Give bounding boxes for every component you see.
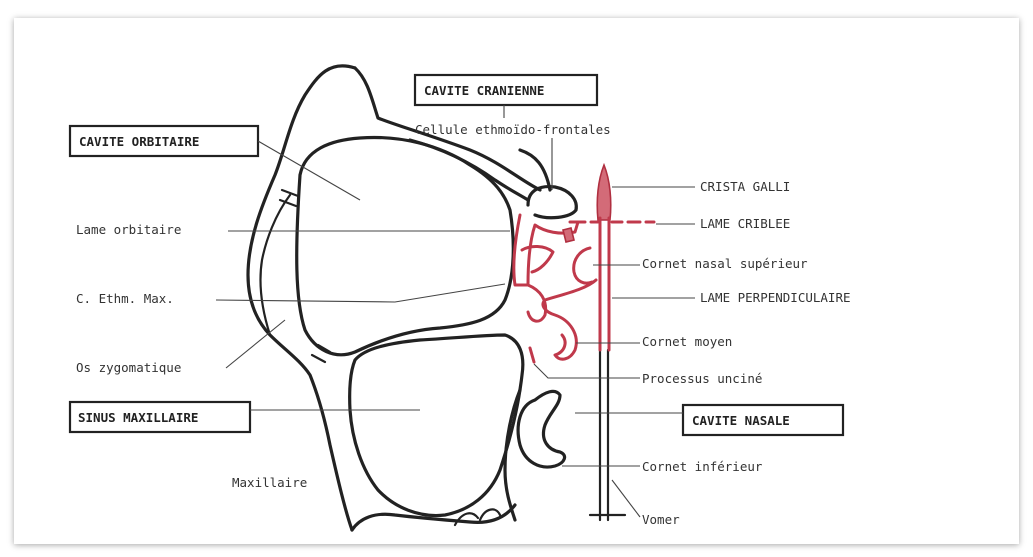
label-text: CAVITE CRANIENNE	[424, 83, 544, 98]
label-text: CAVITE ORBITAIRE	[79, 134, 199, 149]
ethmoido-frontal-cell	[528, 187, 576, 218]
label-cornet-inferieur: Cornet inférieur	[642, 459, 763, 474]
zygomatic-contour	[260, 195, 290, 335]
label-cornet-nasal-superieur: Cornet nasal supérieur	[642, 256, 808, 271]
outer-contour	[248, 66, 355, 530]
cranial-floor	[410, 140, 550, 200]
label-text: CAVITE NASALE	[692, 413, 790, 428]
label-text: SINUS MAXILLAIRE	[78, 410, 198, 425]
label-crista-galli: CRISTA GALLI	[700, 179, 790, 194]
label-cornet-moyen: Cornet moyen	[642, 334, 732, 349]
maxillary-sinus-wall	[350, 335, 523, 516]
leader-lines	[216, 105, 695, 517]
middle-turbinate	[543, 280, 596, 359]
leader-processus-uncine	[534, 364, 640, 378]
uncinate-process	[530, 348, 534, 362]
label-processus-uncine: Processus unciné	[642, 371, 762, 386]
label-vomer: Vomer	[642, 512, 680, 527]
leader-cavite-orbitaire	[258, 141, 360, 200]
leader-c-ethm-max	[216, 284, 505, 302]
label-cavite-orbitaire: CAVITE ORBITAIRE	[70, 126, 258, 156]
ethmoid-cell-marker	[563, 228, 574, 242]
inferior-turbinate	[518, 391, 564, 467]
label-lame-orbitaire: Lame orbitaire	[76, 222, 181, 237]
zygomatic-inner	[280, 190, 330, 362]
leader-os-zygomatique	[226, 320, 285, 368]
perpendicular-plate	[600, 218, 609, 350]
label-cellule-ethmoido-frontales: Cellule ethmoïdo-frontales	[415, 122, 611, 137]
label-c-ethm-max: C. Ethm. Max.	[76, 291, 174, 306]
label-lame-perpendiculaire: LAME PERPENDICULAIRE	[700, 290, 851, 305]
crista-galli-shape	[597, 165, 611, 220]
vomer-plate	[590, 350, 625, 520]
superior-turbinate	[574, 248, 592, 283]
label-cavite-cranienne: CAVITE CRANIENNE	[415, 75, 597, 105]
leader-vomer	[612, 480, 640, 517]
label-os-zygomatique: Os zygomatique	[76, 360, 181, 375]
label-cavite-nasale: CAVITE NASALE	[683, 405, 843, 435]
label-sinus-maxillaire: SINUS MAXILLAIRE	[70, 402, 250, 432]
label-maxillaire: Maxillaire	[232, 475, 307, 490]
label-lame-criblee: LAME CRIBLEE	[700, 216, 790, 231]
